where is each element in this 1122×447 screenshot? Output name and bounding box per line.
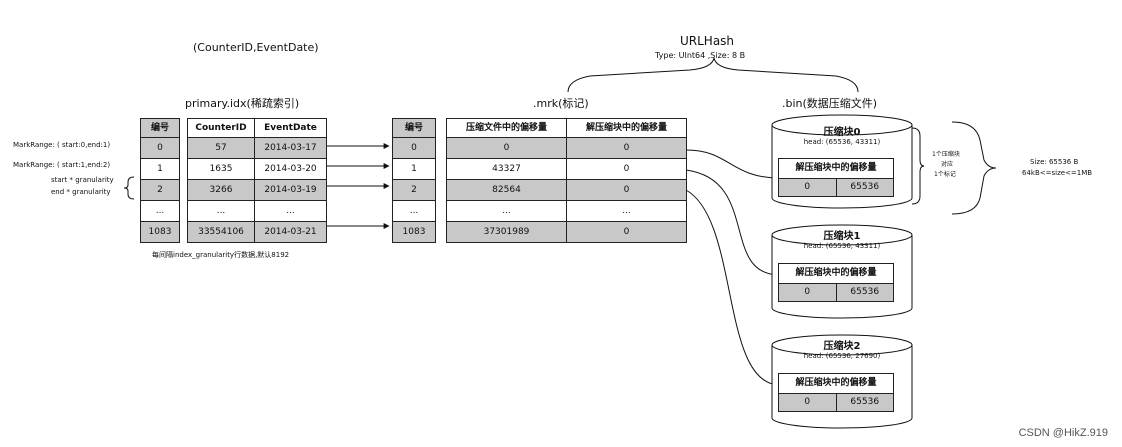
block-title: 压缩块2 [823,341,861,352]
primary-cell: ... [254,200,327,222]
inner-header: 解压缩块中的偏移量 [779,264,893,284]
primary-cell: 2014-03-17 [254,137,327,159]
side-note-line1: 1个压缩块 [932,151,960,158]
primary-header-counterid: CounterID [187,118,255,138]
primary-title: primary.idx(稀疏索引) [185,97,300,110]
primary-cell: 2014-03-20 [254,158,327,180]
mrk-id-table: 编号 0 1 2 ... 1083 [392,118,436,243]
primary-id-cell: 1083 [140,221,180,243]
block-small-brace [911,127,925,205]
curve-to-block-0 [685,149,781,181]
inner-cell: 0 [804,397,811,407]
mrk-id-cell: 0 [392,137,436,159]
primary-cell: 1635 [187,158,255,180]
mrk-id-header: 编号 [392,118,436,138]
primary-cell: 2014-03-19 [254,179,327,201]
primary-cell: 2014-03-21 [254,221,327,243]
mrk-cell: 82564 [446,179,567,201]
primary-id-cell: 2 [140,179,180,201]
mrk-cell: ... [566,200,687,222]
inner-cell: 0 [804,182,811,192]
inner-cell: 65536 [835,394,894,411]
urlhash-subtitle: Type: UInt64 ,Size: 8 B [655,51,746,60]
mrk-id-cell: 1083 [392,221,436,243]
inner-cell: 0 [804,287,811,297]
primary-id-cell: 0 [140,137,180,159]
granularity-note: 每间隔index_granularity行数据,默认8192 [152,251,290,259]
primary-header-eventdate: EventDate [254,118,327,138]
left-brace [123,176,135,200]
inner-header: 解压缩块中的偏移量 [779,374,893,394]
mrk-cell: 0 [566,179,687,201]
block-head: head: (65536, 27690) [803,352,881,360]
watermark: CSDN @HikZ.919 [1018,427,1108,439]
block-inner-table: 解压缩块中的偏移量 0 65536 [778,158,894,197]
block-head: head: (65536, 43311) [803,138,881,146]
mrk-cell: 37301989 [446,221,567,243]
primary-id-table: 编号 0 1 2 ... 1083 [140,118,180,243]
mark-range-1: MarkRange: ( start:1,end:2) [13,161,111,169]
inner-cell: 65536 [835,284,894,301]
side-note-line3: 1个标记 [934,171,956,178]
bin-title: .bin(数据压缩文件) [782,97,878,110]
end-granularity: end * granularity [51,188,111,196]
mark-range-0: MarkRange: ( start:0,end:1) [13,141,111,149]
size-note-line1: Size: 65536 B [1030,158,1079,166]
mrk-header-compressed-offset: 压缩文件中的偏移量 [446,118,567,138]
urlhash-title: URLHash [680,34,735,48]
primary-id-header: 编号 [140,118,180,138]
mrk-id-cell: 1 [392,158,436,180]
curve-to-block-2 [685,189,781,388]
mrk-title: .mrk(标记) [533,97,589,110]
inner-header: 解压缩块中的偏移量 [779,159,893,179]
urlhash-brace [567,57,859,93]
mrk-cell: 43327 [446,158,567,180]
block-inner-table: 解压缩块中的偏移量 0 65536 [778,263,894,302]
block-inner-table: 解压缩块中的偏移量 0 65536 [778,373,894,412]
block-title: 压缩块1 [823,231,861,242]
inner-cell: 65536 [835,179,894,196]
mrk-cell: 0 [566,137,687,159]
primary-cell: 33554106 [187,221,255,243]
size-brace [951,121,997,215]
mrk-header-decompressed-offset: 解压缩块中的偏移量 [566,118,687,138]
curve-to-block-1 [685,169,781,278]
index-columns-label: (CounterID,EventDate) [193,41,319,54]
primary-cell: 3266 [187,179,255,201]
mrk-id-cell: 2 [392,179,436,201]
mrk-cell: ... [446,200,567,222]
block-head: head: (65536, 43311) [803,242,881,250]
mrk-cell: 0 [566,158,687,180]
primary-cell: ... [187,200,255,222]
primary-cell: 57 [187,137,255,159]
primary-id-cell: 1 [140,158,180,180]
mrk-cell: 0 [446,137,567,159]
mrk-cell: 0 [566,221,687,243]
block-title: 压缩块0 [823,127,861,138]
start-granularity: start * granularity [51,176,114,184]
size-note-line2: 64kB<=size<=1MB [1022,169,1093,177]
mrk-id-cell: ... [392,200,436,222]
primary-id-cell: ... [140,200,180,222]
side-note-line2: 对应 [941,161,954,168]
